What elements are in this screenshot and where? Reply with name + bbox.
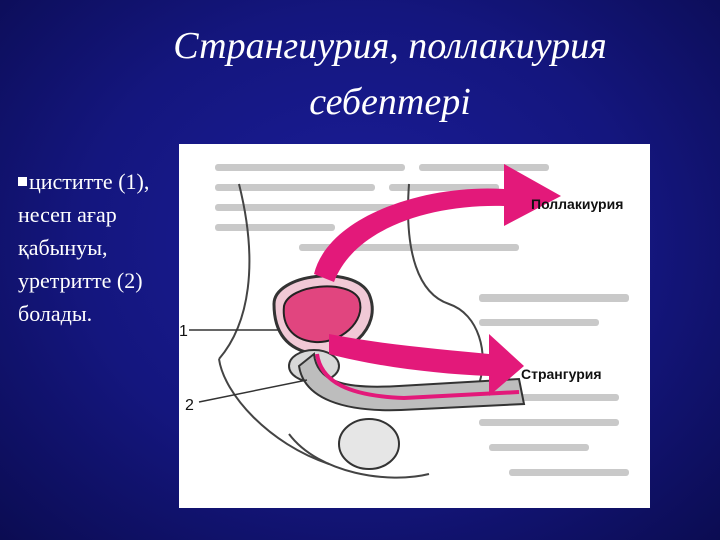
bladder bbox=[272, 274, 374, 357]
title-line-2: себептері bbox=[309, 81, 471, 123]
slide-title: Странгиурия, поллакиурия себептері bbox=[90, 18, 690, 130]
bullet-item: циститте (1), несеп ағар қабынуы, уретри… bbox=[18, 165, 178, 330]
pollakiuria-arrow bbox=[314, 164, 561, 282]
anatomy-diagram: Поллакиурия Странгурия 1 2 bbox=[179, 164, 629, 479]
stranguria-arrow bbox=[329, 334, 524, 396]
marker-1-label: 1 bbox=[179, 323, 188, 340]
anatomy-figure: Поллакиурия Странгурия 1 2 bbox=[179, 144, 650, 508]
urethra bbox=[297, 352, 526, 412]
marker-2-line bbox=[198, 379, 308, 403]
title-line-1: Странгиурия, поллакиурия bbox=[173, 25, 607, 67]
pollakiuria-label: Поллакиурия bbox=[531, 196, 623, 212]
bullet-square-icon bbox=[18, 177, 27, 187]
marker-2-label: 2 bbox=[185, 397, 194, 414]
stranguria-label: Странгурия bbox=[521, 366, 602, 382]
bullet-text: циститте (1), несеп ағар қабынуы, уретри… bbox=[18, 169, 150, 326]
scrotum bbox=[338, 418, 400, 470]
body-outline bbox=[218, 183, 484, 479]
